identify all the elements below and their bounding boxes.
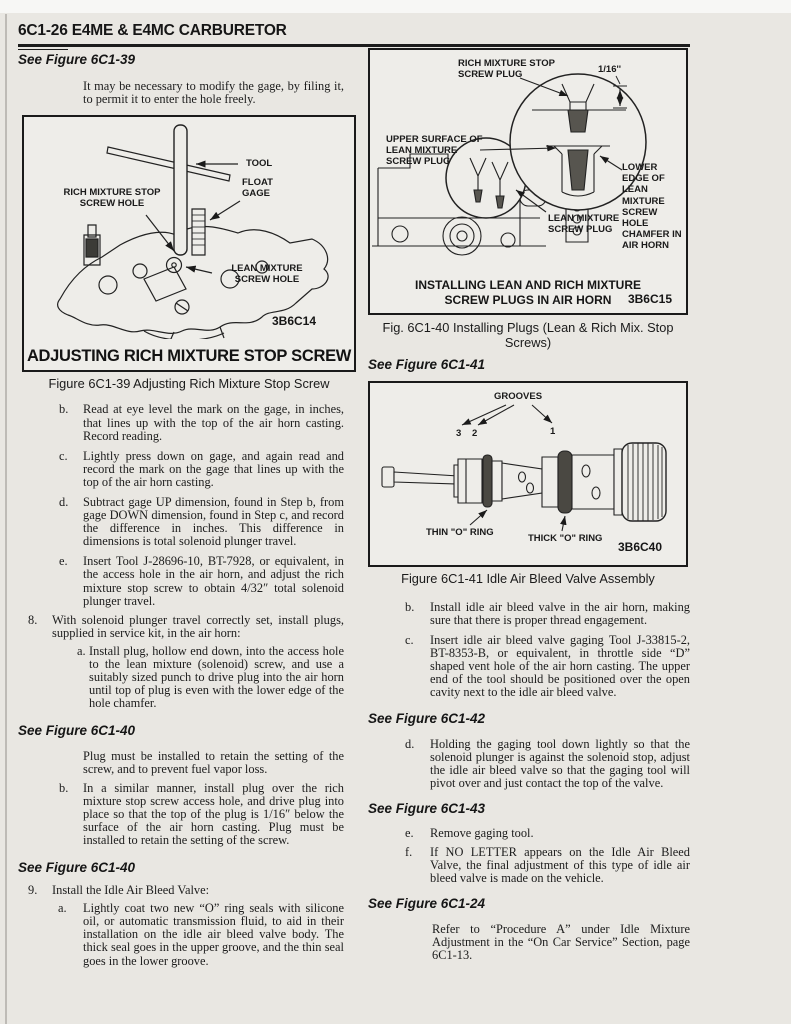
list-item-d-right: d. Holding the gaging tool down lightly …: [405, 736, 690, 791]
fig40-title-line2: SCREW PLUGS IN AIR HORN 3B6C15: [444, 292, 672, 307]
fig40-rich-plug-label: RICH MIXTURE STOP SCREW PLUG: [458, 58, 555, 81]
list-item-d: d. Subtract gage UP dimension, found in …: [59, 494, 344, 549]
list-item-8: 8. With solenoid plunger travel correctl…: [28, 612, 344, 640]
fig41-groove-2: 2: [472, 427, 478, 439]
list-item-8a: a. Install plug, hollow end down, into t…: [77, 643, 344, 711]
list-item-e-right: e. Remove gaging tool.: [405, 825, 534, 840]
list-marker: b.: [59, 402, 69, 417]
carburetor-adjust-drawing: [24, 117, 354, 339]
fig40-lean-plug-label: LEAN MIXTURE SCREW PLUG: [548, 213, 620, 236]
list-item-f-right: f. If NO LETTER appears on the Idle Air …: [405, 844, 690, 885]
closing-paragraph: Refer to “Procedure A” under Idle Mixtur…: [432, 921, 690, 962]
idle-air-bleed-valve-drawing: [370, 383, 686, 565]
fig41-grooves-label: GROOVES: [494, 390, 543, 402]
fig41-code: 3B6C40: [618, 539, 663, 554]
fig41-thick-oring-label: THICK "O" RING: [528, 532, 603, 544]
fig39-float-gage-label: FLOAT GAGE: [242, 176, 273, 199]
list-item-9a: a. Lightly coat two new “O” ring seals w…: [58, 901, 344, 968]
list-item-b: b. Read at eye level the mark on the gag…: [59, 402, 344, 443]
fig41-groove-1: 1: [550, 425, 556, 437]
see-figure-6c1-39: See Figure 6C1-39: [18, 52, 136, 67]
list-marker: a.: [58, 901, 67, 916]
list-item-c-right: c. Insert idle air bleed valve gaging To…: [405, 632, 690, 700]
fig41-caption: Figure 6C1-41 Idle Air Bleed Valve Assem…: [401, 570, 655, 586]
list-marker: f.: [405, 844, 413, 859]
see-figure-6c1-40-2: See Figure 6C1-40: [18, 859, 136, 875]
list-marker: c.: [59, 448, 68, 463]
fig39-lean-hole-label: LEAN MIXTURE SCREW HOLE: [231, 262, 303, 285]
list-marker: d.: [59, 494, 69, 509]
plug-paragraph: Plug must be installed to retain the set…: [83, 748, 344, 776]
fig40-caption: Fig. 6C1-40 Installing Plugs (Lean & Ric…: [382, 320, 674, 350]
fig40-title-line1: INSTALLING LEAN AND RICH MIXTURE: [415, 278, 641, 292]
plug-install-drawing: [370, 50, 686, 278]
header-rule-short: [18, 49, 68, 50]
fig39-code: 3B6C14: [272, 313, 317, 328]
fig40-upper-surface-label: UPPER SURFACE OF LEAN MIXTURE SCREW PLUG: [386, 134, 483, 168]
right-column: RICH MIXTURE STOP SCREW PLUG 1/16'' UPPE…: [368, 48, 690, 962]
figure-6c1-39: TOOL FLOAT GAGE RICH MIXTURE STOP SCREW …: [22, 114, 356, 372]
figure-6c1-40: RICH MIXTURE STOP SCREW PLUG 1/16'' UPPE…: [368, 48, 688, 315]
left-column: See Figure 6C1-39 It may be necessary to…: [18, 52, 358, 968]
fig41-groove-3: 3: [456, 427, 462, 439]
see-figure-6c1-24: See Figure 6C1-24: [368, 896, 486, 912]
list-marker: e.: [59, 554, 68, 569]
see-figure-6c1-43: See Figure 6C1-43: [368, 801, 486, 817]
fig39-tool-label: TOOL: [246, 157, 273, 169]
page-header: 6C1-26 E4ME & E4MC CARBURETOR: [18, 22, 287, 39]
see-figure-6c1-41: See Figure 6C1-41: [368, 357, 486, 373]
figure-6c1-41: GROOVES 3 2 1 THIN "O" RING THICK "O" RI…: [368, 380, 688, 567]
scan-top-edge: [0, 0, 791, 13]
list-item-c: c. Lightly press down on gage, and again…: [59, 448, 344, 489]
list-marker: a.: [77, 643, 86, 658]
fig40-dimension-label: 1/16'': [598, 64, 622, 75]
see-figure-6c1-40: See Figure 6C1-40: [18, 723, 136, 739]
list-marker: d.: [405, 736, 415, 751]
see-figure-6c1-42: See Figure 6C1-42: [368, 711, 486, 727]
list-item-b-right: b. Install idle air bleed valve in the a…: [405, 599, 690, 627]
list-item-9: 9. Install the Idle Air Bleed Valve:: [28, 883, 210, 898]
list-marker: b.: [59, 781, 69, 796]
scan-left-edge: [5, 14, 7, 1024]
fig40-code: 3B6C15: [627, 292, 672, 306]
fig39-rich-hole-label: RICH MIXTURE STOP SCREW HOLE: [63, 186, 161, 209]
list-marker: b.: [405, 599, 415, 614]
list-marker: 8.: [28, 612, 38, 627]
list-marker: c.: [405, 632, 414, 647]
fig39-title: ADJUSTING RICH MIXTURE STOP SCREW: [26, 347, 352, 366]
list-marker: e.: [405, 825, 414, 840]
list-marker: 9.: [28, 883, 38, 898]
fig40-lower-edge-label: LOWER EDGE OF LEAN MIXTURE SCREW HOLE CH…: [622, 162, 682, 252]
list-item-e: e. Insert Tool J-28696-10, BT-7928, or e…: [59, 554, 344, 608]
header-rule: [18, 44, 690, 47]
fig41-thin-oring-label: THIN "O" RING: [426, 526, 494, 538]
list-item-b2: b. In a similar manner, install plug ove…: [59, 781, 344, 848]
fig39-caption: Figure 6C1-39 Adjusting Rich Mixture Sto…: [48, 375, 330, 391]
intro-paragraph: It may be necessary to modify the gage, …: [83, 78, 344, 106]
